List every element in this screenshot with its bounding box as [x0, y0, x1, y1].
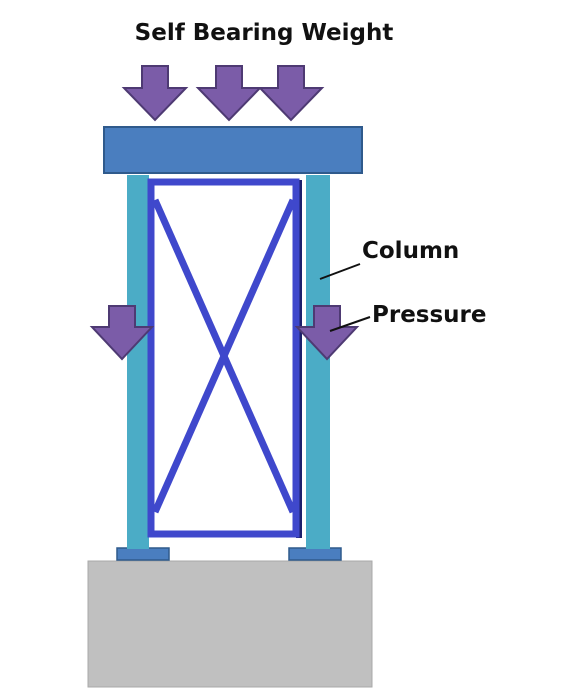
frame-outline [147, 178, 300, 538]
column-label: Column [362, 238, 459, 264]
left-column-foot [116, 547, 170, 561]
down-arrow-icon [89, 305, 155, 361]
right-column-foot [288, 547, 342, 561]
down-arrow-icon [257, 65, 325, 122]
column-leader-line [319, 263, 361, 280]
down-arrow-icon [294, 305, 360, 361]
foundation-base [87, 560, 373, 688]
title-label: Self Bearing Weight [135, 20, 394, 46]
right-column [306, 175, 330, 549]
top-beam [103, 126, 363, 174]
braced-frame [147, 178, 302, 538]
down-arrow-icon [121, 65, 189, 122]
frame-brace-diagonal-b [151, 198, 297, 514]
pressure-label: Pressure [372, 302, 487, 328]
top-load-arrows [121, 65, 325, 122]
down-arrow-icon [195, 65, 263, 122]
pressure-leader-line [329, 316, 371, 332]
left-column [127, 175, 149, 549]
